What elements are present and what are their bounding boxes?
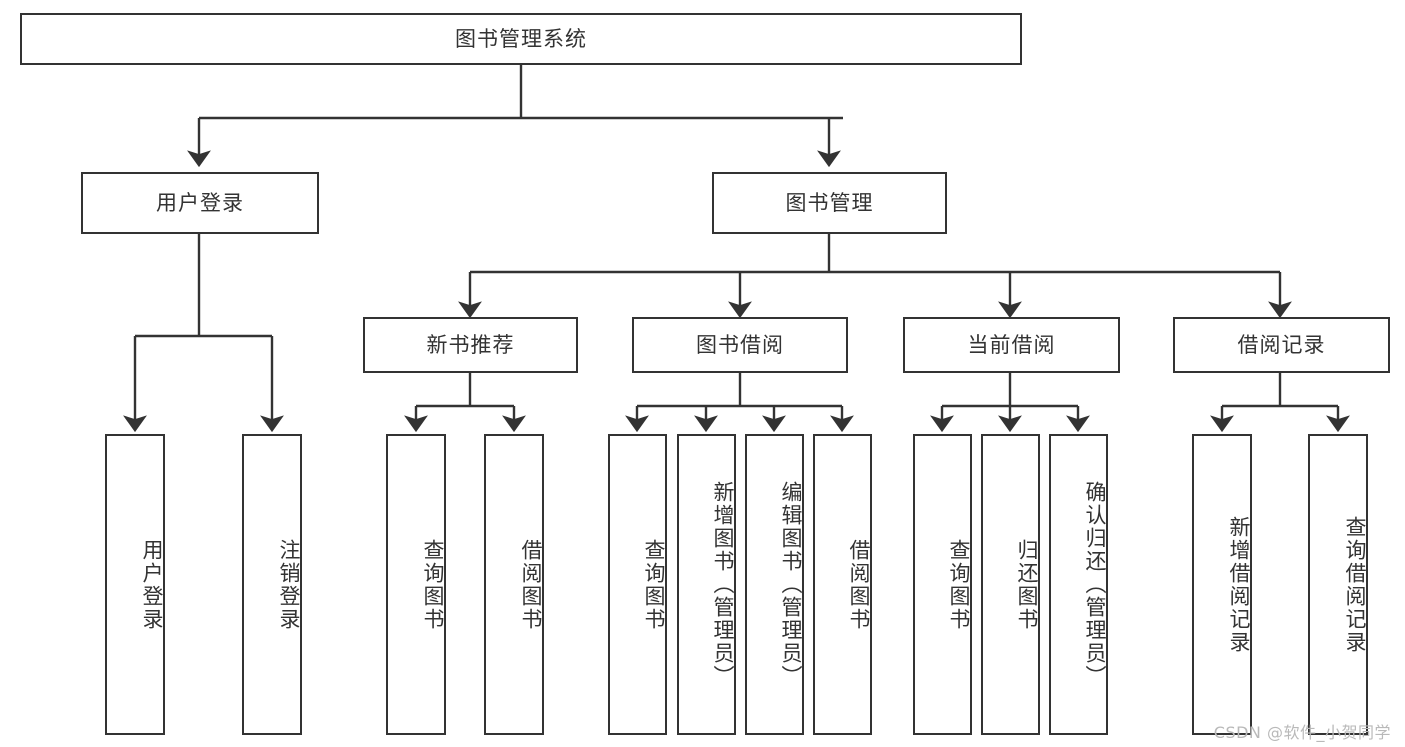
node-label: 借阅记录 [1237,332,1326,357]
node-borrow-record[interactable]: 借阅记录 [1173,317,1390,373]
node-leaf-user-login[interactable]: 用户登录 [105,434,165,735]
node-current-borrow[interactable]: 当前借阅 [903,317,1120,373]
node-label: 借阅图书 [519,538,543,631]
node-leaf-confirm-return[interactable]: 确认归还（管理员） [1049,434,1108,735]
node-label: 查询图书 [947,538,971,631]
node-book-borrow[interactable]: 图书借阅 [632,317,848,373]
node-leaf-return-book[interactable]: 归还图书 [981,434,1040,735]
node-book-management[interactable]: 图书管理 [712,172,947,234]
node-leaf-query-book-3[interactable]: 查询图书 [913,434,972,735]
node-label: 新增图书（管理员） [711,481,735,688]
node-root-system[interactable]: 图书管理系统 [20,13,1022,65]
node-user-login[interactable]: 用户登录 [81,172,319,234]
node-leaf-logout[interactable]: 注销登录 [242,434,302,735]
node-label: 新增借阅记录 [1227,515,1251,654]
node-label: 编辑图书（管理员） [779,481,803,688]
node-label: 用户登录 [156,190,244,215]
node-label: 查询借阅记录 [1343,515,1367,654]
node-leaf-query-book-2[interactable]: 查询图书 [608,434,667,735]
node-label: 图书借阅 [696,332,784,357]
node-label: 新书推荐 [426,332,515,357]
node-leaf-edit-book[interactable]: 编辑图书（管理员） [745,434,804,735]
node-leaf-query-book-1[interactable]: 查询图书 [386,434,446,735]
node-leaf-borrow-book-1[interactable]: 借阅图书 [484,434,544,735]
node-label: 借阅图书 [847,538,871,631]
node-leaf-borrow-book-2[interactable]: 借阅图书 [813,434,872,735]
node-label: 用户登录 [140,538,164,631]
node-label: 确认归还（管理员） [1083,481,1107,688]
node-leaf-add-book[interactable]: 新增图书（管理员） [677,434,736,735]
node-label: 图书管理系统 [455,26,587,51]
node-label: 注销登录 [277,538,301,631]
node-leaf-query-record[interactable]: 查询借阅记录 [1308,434,1368,735]
node-leaf-add-record[interactable]: 新增借阅记录 [1192,434,1252,735]
csdn-watermark: CSDN @软件_小贺同学 [1213,723,1391,742]
node-new-book-recommend[interactable]: 新书推荐 [363,317,578,373]
node-label: 归还图书 [1015,538,1039,631]
node-label: 查询图书 [642,538,666,631]
node-label: 当前借阅 [967,332,1056,357]
node-label: 查询图书 [421,538,445,631]
node-label: 图书管理 [785,190,874,215]
